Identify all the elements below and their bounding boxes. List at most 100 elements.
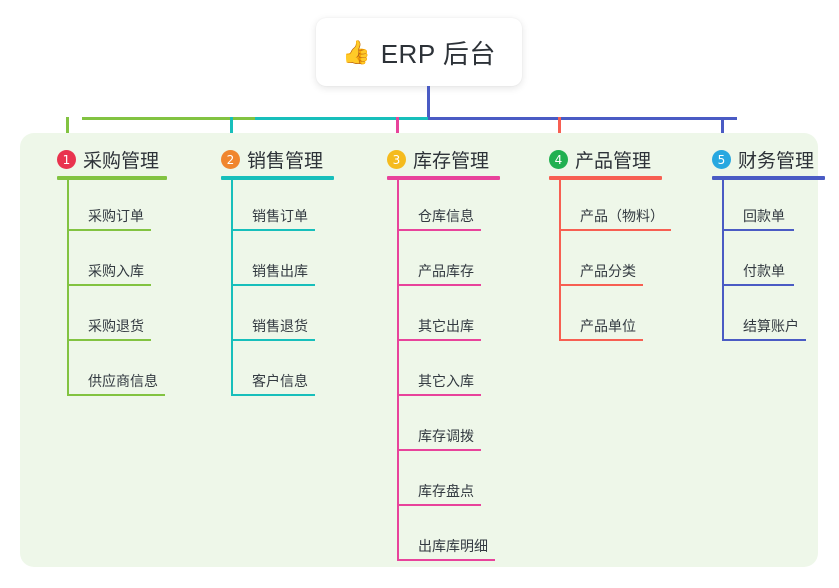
branch-item-label: 回款单 xyxy=(743,208,785,224)
branch-item[interactable]: 采购订单 xyxy=(67,205,161,231)
branch-item-underline xyxy=(67,284,151,286)
bus-segment-1 xyxy=(82,117,255,120)
branch-column-2: 2 销售管理销售订单销售出库销售退货客户信息 xyxy=(221,133,394,567)
branch-item-label: 客户信息 xyxy=(252,373,308,389)
branch-item-underline xyxy=(397,394,481,396)
branch-item-label: 库存盘点 xyxy=(418,483,474,499)
branch-item-label: 产品（物料） xyxy=(580,208,664,224)
branch-item[interactable]: 销售退货 xyxy=(231,315,325,341)
branch-header-4[interactable]: 4 产品管理 xyxy=(549,146,651,173)
branches-panel: 1 采购管理采购订单采购入库采购退货供应商信息 2 销售管理销售订单销售出库销售退货客… xyxy=(20,133,825,567)
branch-item-underline xyxy=(722,284,794,286)
branch-item-label: 产品单位 xyxy=(580,318,636,334)
branch-header-2[interactable]: 2 销售管理 xyxy=(221,146,323,173)
branch-item-underline xyxy=(559,229,671,231)
branch-item[interactable]: 出库库明细 xyxy=(397,535,505,561)
branch-item-underline xyxy=(722,229,794,231)
branch-item-underline xyxy=(231,394,315,396)
branch-item-label: 库存调拨 xyxy=(418,428,474,444)
branch-item-label: 销售退货 xyxy=(252,318,308,334)
branch-number-badge: 3 xyxy=(387,150,406,169)
branch-number-badge: 2 xyxy=(221,150,240,169)
branch-item-label: 销售出库 xyxy=(252,263,308,279)
branch-title: 产品管理 xyxy=(575,151,652,172)
branch-spine xyxy=(231,176,233,396)
branch-item[interactable]: 库存盘点 xyxy=(397,480,491,506)
branch-item[interactable]: 销售订单 xyxy=(231,205,325,231)
branch-item[interactable]: 其它入库 xyxy=(397,370,491,396)
branch-spine xyxy=(67,176,69,396)
branch-item-label: 出库库明细 xyxy=(418,538,488,554)
branch-column-3: 3 库存管理仓库信息产品库存其它出库其它入库库存调拨库存盘点出库库明细 xyxy=(387,133,560,567)
branch-title: 采购管理 xyxy=(83,151,160,172)
root-title: ERP 后台 xyxy=(380,38,496,69)
branch-item-underline xyxy=(231,284,315,286)
branch-item[interactable]: 采购入库 xyxy=(67,260,161,286)
branch-item-label: 采购订单 xyxy=(88,208,144,224)
branch-item[interactable]: 付款单 xyxy=(722,260,804,286)
branch-item-underline xyxy=(67,229,151,231)
branch-underline xyxy=(549,176,662,180)
branch-item[interactable]: 采购退货 xyxy=(67,315,161,341)
branch-column-5: 5 财务管理回款单付款单结算账户 xyxy=(712,133,839,567)
branch-underline xyxy=(712,176,825,180)
branch-item-underline xyxy=(231,339,315,341)
branch-item-underline xyxy=(397,559,495,561)
branch-item-label: 产品分类 xyxy=(580,263,636,279)
branch-item[interactable]: 其它出库 xyxy=(397,315,491,341)
branch-number-badge: 1 xyxy=(57,150,76,169)
branch-number-badge: 4 xyxy=(549,150,568,169)
branch-column-1: 1 采购管理采购订单采购入库采购退货供应商信息 xyxy=(57,133,227,567)
branch-item[interactable]: 结算账户 xyxy=(722,315,816,341)
branch-item[interactable]: 产品（物料） xyxy=(559,205,681,231)
branch-item-underline xyxy=(397,229,481,231)
branch-underline xyxy=(387,176,500,180)
branch-header-1[interactable]: 1 采购管理 xyxy=(57,146,159,173)
branch-spine xyxy=(397,176,399,561)
branch-item[interactable]: 仓库信息 xyxy=(397,205,491,231)
branch-item-underline xyxy=(231,229,315,231)
branch-item[interactable]: 产品单位 xyxy=(559,315,653,341)
branch-item[interactable]: 产品分类 xyxy=(559,260,653,286)
branch-item-label: 供应商信息 xyxy=(88,373,158,389)
branch-item-label: 销售订单 xyxy=(252,208,308,224)
branch-item-label: 采购入库 xyxy=(88,263,144,279)
branch-item[interactable]: 客户信息 xyxy=(231,370,325,396)
bus-segment-3 xyxy=(428,117,737,120)
branch-item-label: 其它出库 xyxy=(418,318,474,334)
branch-underline xyxy=(221,176,334,180)
branch-item-underline xyxy=(722,339,806,341)
root-node[interactable]: 👍 ERP 后台 xyxy=(316,18,522,86)
branch-item-label: 付款单 xyxy=(743,263,785,279)
branch-header-3[interactable]: 3 库存管理 xyxy=(387,146,489,173)
branch-item-label: 采购退货 xyxy=(88,318,144,334)
branch-underline xyxy=(57,176,167,180)
branch-item[interactable]: 销售出库 xyxy=(231,260,325,286)
branch-item-underline xyxy=(397,284,481,286)
branch-item[interactable]: 供应商信息 xyxy=(67,370,175,396)
branch-number-badge: 5 xyxy=(712,150,731,169)
branch-item-label: 其它入库 xyxy=(418,373,474,389)
branch-item-underline xyxy=(397,339,481,341)
branch-spine xyxy=(722,176,724,341)
branch-item-underline xyxy=(397,449,481,451)
branch-header-5[interactable]: 5 财务管理 xyxy=(712,146,814,173)
branch-title: 财务管理 xyxy=(738,151,815,172)
branch-title: 销售管理 xyxy=(247,151,324,172)
branch-item-label: 结算账户 xyxy=(743,318,799,334)
branch-item-label: 仓库信息 xyxy=(418,208,474,224)
branch-item-label: 产品库存 xyxy=(418,263,474,279)
thumbs-up-icon: 👍 xyxy=(342,38,371,65)
root-stem-connector xyxy=(427,86,430,120)
branch-item[interactable]: 库存调拨 xyxy=(397,425,491,451)
branch-item[interactable]: 回款单 xyxy=(722,205,804,231)
branch-spine xyxy=(559,176,561,341)
branch-item-underline xyxy=(67,394,165,396)
branch-item-underline xyxy=(559,284,643,286)
branch-title: 库存管理 xyxy=(413,151,490,172)
branch-item-underline xyxy=(67,339,151,341)
branch-item[interactable]: 产品库存 xyxy=(397,260,491,286)
bus-segment-2 xyxy=(255,117,428,120)
branch-column-4: 4 产品管理产品（物料） 产品分类产品单位 xyxy=(549,133,722,567)
